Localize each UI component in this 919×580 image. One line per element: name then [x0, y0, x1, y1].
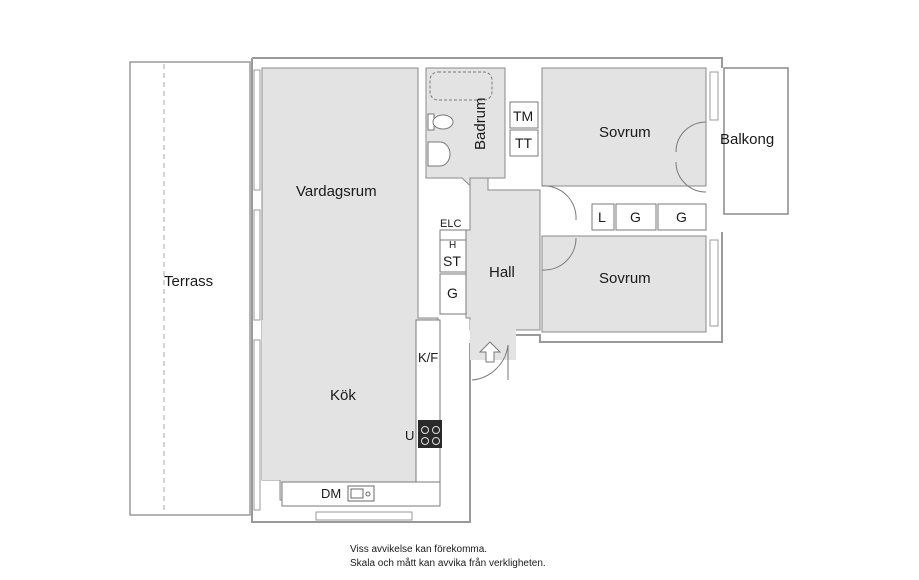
- kitchen-counter: [281, 319, 441, 507]
- disclaimer-line-2: Skala och mått kan avvika från verklighe…: [350, 558, 546, 569]
- hall-label: Hall: [489, 264, 515, 281]
- terrace-label: Terrass: [164, 273, 214, 290]
- wardrobe-g1-label: G: [630, 209, 641, 225]
- bedroom-2-door: [541, 237, 577, 271]
- st-label: ST: [443, 253, 461, 269]
- wardrobe-g2-label: G: [676, 209, 687, 225]
- hall-closet: [439, 229, 467, 315]
- tm-label: TM: [513, 108, 534, 124]
- bathroom-floor: [425, 67, 506, 196]
- kf-label: K/F: [418, 350, 439, 365]
- sink-icon: [347, 485, 375, 502]
- living-room-label: Vardagsrum: [296, 183, 377, 200]
- balcony-label: Balkong: [720, 131, 775, 148]
- h-label: H: [449, 240, 457, 251]
- entrance-arrow-icon: [478, 341, 502, 363]
- balcony-area: [723, 67, 789, 215]
- bathtub-icon: [429, 71, 493, 101]
- balcony-doors: [675, 121, 707, 193]
- hall-g-label: G: [447, 285, 458, 301]
- bedroom-1-door: [541, 185, 577, 221]
- wardrobes: [591, 203, 707, 231]
- u-label: U: [405, 428, 415, 443]
- bedroom-2-label: Sovrum: [599, 270, 651, 287]
- stove-icon: [418, 420, 442, 448]
- dm-label: DM: [321, 486, 342, 501]
- hall-floor: [465, 177, 541, 331]
- wardrobe-l-label: L: [598, 209, 606, 225]
- entrance-door: [471, 344, 509, 381]
- kitchen-label: Kök: [330, 387, 356, 404]
- bedroom-2-floor: [541, 235, 707, 333]
- windows: [253, 69, 719, 521]
- tm-box: [509, 101, 539, 129]
- terrace-area: [129, 61, 251, 516]
- elc-label: ELC: [440, 218, 462, 230]
- kitchen-floor-lower: [262, 320, 417, 480]
- tt-label: TT: [515, 135, 533, 151]
- washbasin-icon: [427, 141, 451, 167]
- bathroom-label: Badrum: [472, 97, 489, 150]
- tt-box: [509, 129, 539, 157]
- toilet-icon: [427, 113, 454, 131]
- bedroom-1-label: Sovrum: [599, 124, 651, 141]
- bedroom-1-floor: [541, 67, 707, 187]
- disclaimer-line-1: Viss avvikelse kan förekomma.: [350, 544, 488, 555]
- disclaimer: Viss avvikelse kan förekomma. Skala och …: [350, 543, 546, 571]
